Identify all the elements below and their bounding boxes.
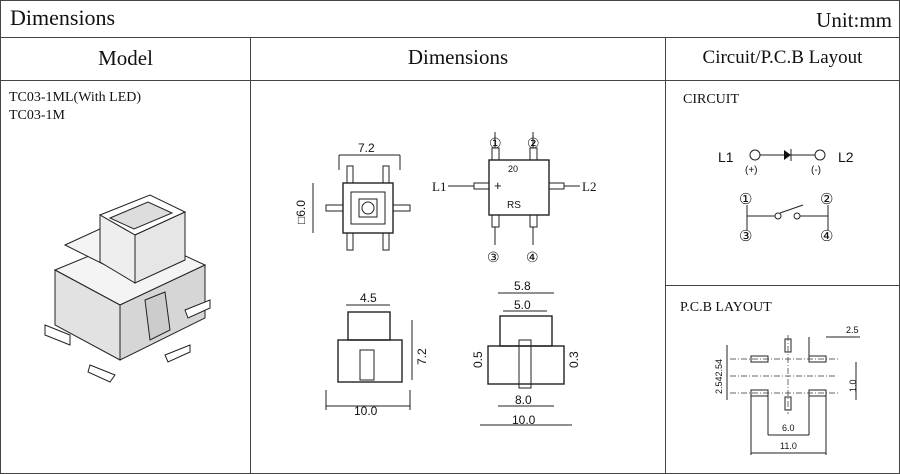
circuit-minus: (-) [811,165,821,176]
pin-3-label: ③ [487,251,500,266]
model-column-title: Model [98,46,153,70]
dim-top-width: 7.2 [358,141,375,155]
dim-front-mid: 8.0 [515,393,532,407]
pcb-dim-11-0: 11.0 [780,441,797,451]
circuit-l2: L2 [838,149,854,165]
dim-front-left: 0.5 [471,351,485,368]
dim-front-right: 0.3 [567,351,581,368]
dim-side-top: 4.5 [360,291,377,305]
plus-mark: + [494,178,502,193]
mark-20: 20 [508,164,518,174]
l1-label: L1 [432,179,446,194]
dimensions-column-title: Dimensions [407,45,509,69]
pin-4-label: ④ [526,251,539,266]
dim-front-inner: 5.0 [514,298,531,312]
dim-side-base: 10.0 [354,404,378,418]
side-view: 4.5 10.0 7.2 [325,291,429,418]
model-name: TC03-1ML(With LED) [9,90,142,105]
dim-top-square: □6.0 [294,200,308,224]
circuit-pin-1: ① [739,192,752,208]
pcb-layout: 2.5 1.0 2.542.54 6.0 11.0 [714,325,860,455]
header-title: Dimensions [10,5,116,30]
product-illustration [44,194,211,383]
pcb-dim-pitch: 2.542.54 [714,359,724,394]
unit-label: Unit:mm [816,8,892,32]
circuit-diagram: L1 L2 (+) (-) ① ② ③ ④ [718,149,854,245]
mark-rs: RS [507,200,521,211]
circuit-pin-4: ④ [820,229,833,245]
model-name: TC03-1M [9,108,65,123]
circuit-pin-3: ③ [739,229,752,245]
dim-front-base: 10.0 [512,413,536,427]
front-view: 5.8 5.0 8.0 10.0 0.5 0.3 [471,279,581,427]
pcb-title: P.C.B LAYOUT [680,300,772,315]
pin-2-label: ② [527,137,540,152]
pcb-dim-6-0: 6.0 [782,423,795,433]
l2-label: L2 [582,179,596,194]
bottom-view: 20 RS + ① ② ③ ④ L1 L2 [432,132,596,266]
top-view: 7.2 □6.0 [294,141,411,251]
dim-front-top: 5.8 [514,279,531,293]
pcb-dim-2-5: 2.5 [846,325,859,335]
circuit-pin-2: ② [820,192,833,208]
circuit-l1: L1 [718,149,734,165]
pin-1-label: ① [489,137,502,152]
dim-side-height: 7.2 [415,348,429,365]
pcb-dim-1-0: 1.0 [848,379,858,392]
circuit-plus: (+) [745,165,758,176]
circuit-title: CIRCUIT [683,92,739,107]
led-icon [784,150,791,160]
circuit-column-title: Circuit/P.C.B Layout [702,47,863,68]
